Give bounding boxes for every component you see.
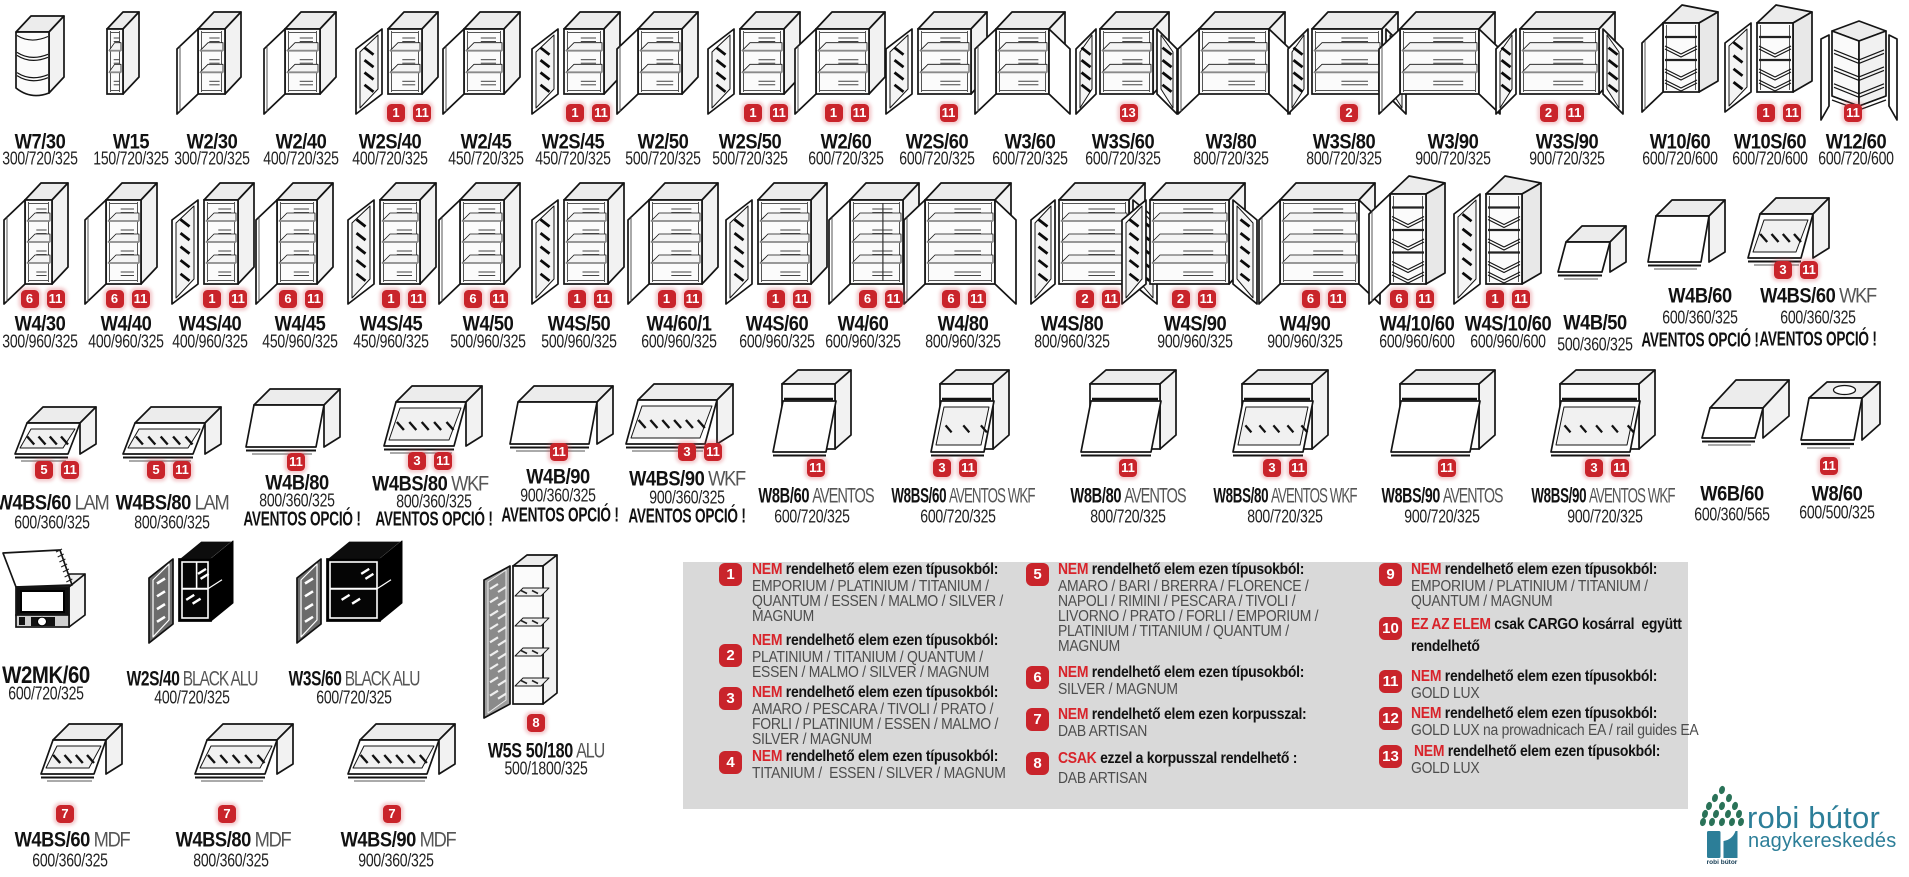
svg-text:robi bútor: robi bútor <box>1707 859 1738 866</box>
